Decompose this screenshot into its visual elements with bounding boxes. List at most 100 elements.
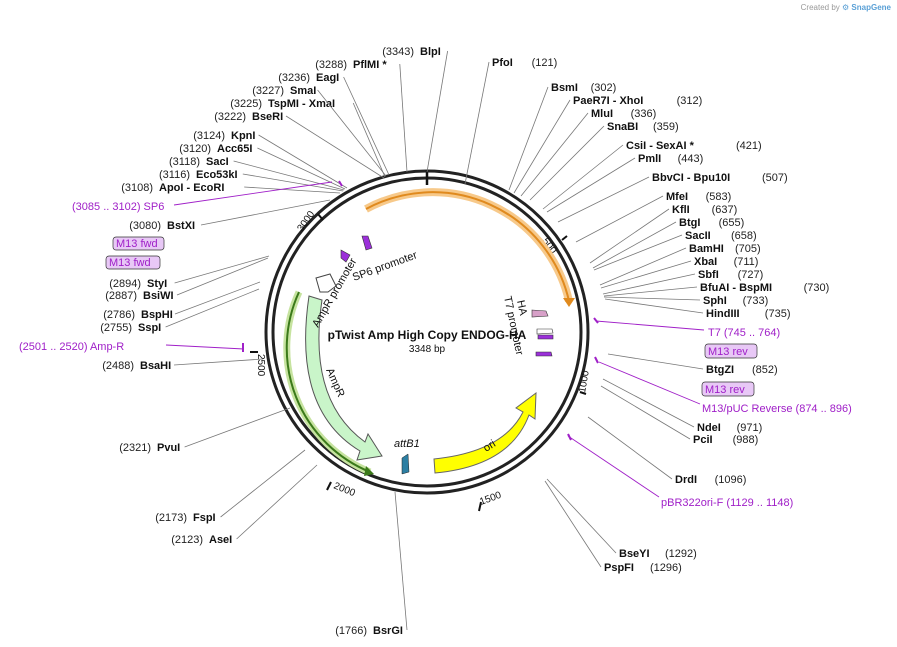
- site-name-left-8[interactable]: SacI: [206, 156, 229, 168]
- site-name-right-9[interactable]: KflI: [672, 204, 690, 216]
- site-name-right-13[interactable]: XbaI: [694, 256, 717, 268]
- site-name-left-20[interactable]: BsrGI: [373, 625, 403, 637]
- site-pos-right-13: (711): [734, 256, 759, 268]
- site-pos-right-15: (730): [804, 282, 830, 294]
- site-name-right-10[interactable]: BtgI: [679, 217, 700, 229]
- site-name-left-7[interactable]: Acc65I: [217, 143, 252, 155]
- site-name-right-21[interactable]: DrdI: [675, 474, 697, 486]
- m13rev-label-2: M13 rev: [705, 384, 745, 396]
- site-leader-right-9: [589, 208, 670, 264]
- ori-arrow[interactable]: [433, 391, 537, 474]
- site-name-right-5[interactable]: CsiI - SexAI *: [626, 140, 695, 152]
- site-name-right-7[interactable]: BbvCI - Bpu10I: [652, 172, 730, 184]
- site-leader-right-8: [575, 195, 664, 243]
- site-name-left-3[interactable]: SmaI: [290, 85, 316, 97]
- site-leader-right-21: [587, 416, 673, 480]
- site-name-right-1[interactable]: BsmI: [551, 82, 578, 94]
- snapgene-logo-icon: ⚙: [842, 3, 850, 12]
- site-name-right-17[interactable]: HindIII: [706, 308, 740, 320]
- site-name-right-2[interactable]: PaeR7I - XhoI: [573, 95, 643, 107]
- site-name-left-10[interactable]: ApoI - EcoRI: [159, 182, 224, 194]
- site-name-right-8[interactable]: MfeI: [666, 191, 688, 203]
- tick-label-1500: 1500: [478, 490, 503, 508]
- ampr-cds-arrow[interactable]: [305, 295, 383, 461]
- site-name-right-15[interactable]: BfuAI - BspMI: [700, 282, 772, 294]
- site-name-left-11[interactable]: BstXI: [167, 220, 195, 232]
- t7-primer-label[interactable]: T7 (745 .. 764): [708, 327, 780, 339]
- ampr-promoter-arc[interactable]: [285, 291, 371, 473]
- site-name-left-13[interactable]: BsiWI: [143, 290, 174, 302]
- site-pos-right-7: (507): [762, 172, 788, 184]
- position-ticks: [250, 213, 587, 512]
- site-leader-right-14: [602, 273, 696, 295]
- site-leader-right-23: [544, 480, 602, 568]
- site-name-right-20[interactable]: PciI: [693, 434, 713, 446]
- site-pos-right-22: (1292): [665, 548, 697, 560]
- site-pos-right-6: (443): [678, 153, 704, 165]
- site-leader-left-14: [174, 281, 261, 315]
- site-leader-left-5: [285, 115, 385, 179]
- site-name-right-23[interactable]: PspFI: [604, 562, 634, 574]
- site-name-left-1[interactable]: PflMI *: [353, 59, 387, 71]
- ampr-primer-leader: [165, 344, 245, 350]
- site-name-left-16[interactable]: BsaHI: [140, 360, 171, 372]
- tick-label-3000: 3000: [295, 209, 317, 234]
- site-name-right-14[interactable]: SbfI: [698, 269, 719, 281]
- site-name-left-18[interactable]: FspI: [193, 512, 216, 524]
- site-name-left-6[interactable]: KpnI: [231, 130, 255, 142]
- pbr322-primer-label[interactable]: pBR322ori-F (1129 .. 1148): [661, 497, 793, 509]
- orange-feature-arc[interactable]: [365, 191, 570, 302]
- site-name-left-0[interactable]: BlpI: [420, 46, 441, 58]
- site-pos-left-17: (2321): [119, 442, 151, 454]
- site-name-right-12[interactable]: BamHI: [689, 243, 724, 255]
- sp6-promoter-label: SP6 promoter: [351, 249, 419, 284]
- site-name-right-22[interactable]: BseYI: [619, 548, 650, 560]
- site-name-left-15[interactable]: SspI: [138, 322, 161, 334]
- ha-label: HA: [514, 299, 529, 317]
- site-pos-right-23: (1296): [650, 562, 682, 574]
- attb1-label: attB1: [394, 438, 420, 450]
- site-name-right-19[interactable]: NdeI: [697, 422, 721, 434]
- m13fwd-badge-1[interactable]: [112, 236, 165, 251]
- orange-feature-halo: [364, 188, 573, 302]
- ampr-primer-label[interactable]: (2501 .. 2520) Amp-R: [19, 341, 124, 353]
- sp6-primer-label[interactable]: (3085 .. 3102) SP6: [72, 201, 164, 213]
- site-name-right-11[interactable]: SacII: [685, 230, 711, 242]
- ampr-promoter-label: AmpR promoter: [310, 256, 359, 330]
- tick-1000: [579, 391, 587, 395]
- sp6-promoter-marker-a: [340, 249, 351, 263]
- site-name-left-14[interactable]: BspHI: [141, 309, 173, 321]
- m13rev-badge-1[interactable]: [704, 343, 758, 359]
- site-name-right-4[interactable]: SnaBI: [607, 121, 638, 133]
- site-name-right-0[interactable]: PfoI: [492, 57, 513, 69]
- site-name-left-12[interactable]: StyI: [147, 278, 167, 290]
- site-leader-right-1: [508, 86, 549, 191]
- t7-promoter-marker: [537, 334, 554, 340]
- ha-tag-marker[interactable]: [531, 309, 549, 318]
- credit-prefix: Created by: [800, 3, 840, 12]
- site-name-left-17[interactable]: PvuI: [157, 442, 180, 454]
- t7-primer-tick: [593, 317, 599, 324]
- site-leader-right-16: [603, 296, 701, 301]
- site-name-left-19[interactable]: AseI: [209, 534, 232, 546]
- site-leader-right-4: [529, 125, 605, 201]
- site-name-left-4[interactable]: TspMI - XmaI: [268, 98, 335, 110]
- site-pos-left-19: (2123): [171, 534, 203, 546]
- ampr-promoter-arrowhead: [364, 466, 374, 476]
- site-pos-right-12: (705): [735, 243, 761, 255]
- pbr322-primer-leader: [567, 435, 660, 498]
- site-name-right-18[interactable]: BtgZI: [706, 364, 734, 376]
- site-name-right-16[interactable]: SphI: [703, 295, 727, 307]
- attb1-marker[interactable]: [401, 453, 410, 475]
- site-pos-right-2: (312): [677, 95, 703, 107]
- site-name-right-3[interactable]: MluI: [591, 108, 613, 120]
- site-name-left-2[interactable]: EagI: [316, 72, 339, 84]
- m13fwd-badge-2[interactable]: [105, 255, 161, 270]
- site-name-left-9[interactable]: Eco53kI: [196, 169, 238, 181]
- site-pos-right-9: (637): [712, 204, 738, 216]
- m13rev-badge-2[interactable]: [701, 381, 755, 397]
- site-name-left-5[interactable]: BseRI: [252, 111, 283, 123]
- site-name-right-6[interactable]: PmlI: [638, 153, 661, 165]
- site-pos-left-18: (2173): [155, 512, 187, 524]
- m13puc-primer-label[interactable]: M13/pUC Reverse (874 .. 896): [702, 403, 852, 415]
